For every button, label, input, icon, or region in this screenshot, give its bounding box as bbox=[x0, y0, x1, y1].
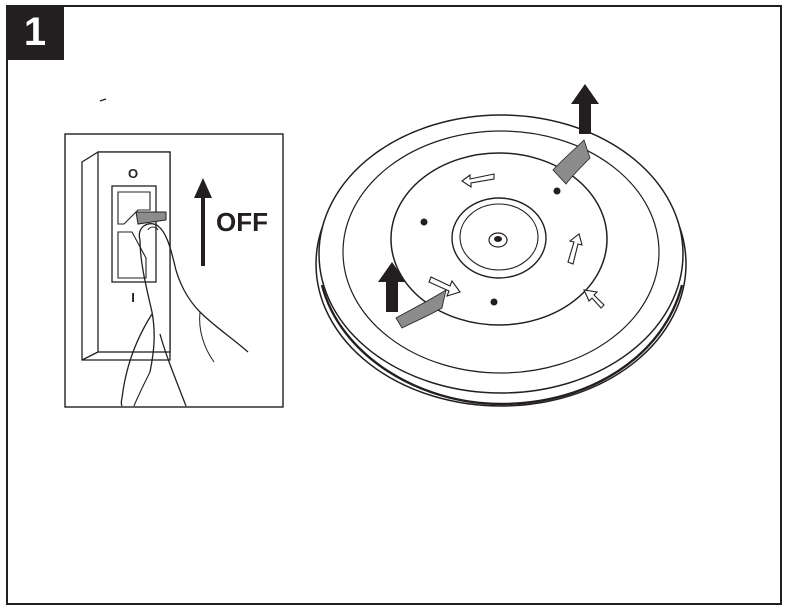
step-frame bbox=[6, 5, 782, 605]
screw-hole bbox=[420, 218, 428, 226]
pull-arrow-left-head bbox=[378, 262, 406, 282]
tape-strip-left bbox=[395, 289, 447, 329]
off-arrow-head bbox=[194, 178, 212, 198]
stray-tick bbox=[99, 98, 107, 102]
pull-arrow-top-shaft bbox=[579, 102, 591, 134]
screw-hole bbox=[553, 187, 561, 195]
pull-arrow-left-shaft bbox=[386, 280, 398, 312]
pull-arrow-top-head bbox=[571, 84, 599, 104]
finger-outline bbox=[138, 223, 249, 353]
switch-mark-off: I bbox=[131, 290, 135, 305]
hand-outline bbox=[120, 313, 153, 407]
switch-mark-on: O bbox=[128, 166, 138, 181]
toggle-lever bbox=[135, 211, 167, 225]
rotate-arrow-icon bbox=[428, 276, 461, 297]
tape-strip-top bbox=[552, 139, 591, 185]
screw-hole bbox=[490, 298, 498, 306]
rotate-arrow-icon bbox=[583, 289, 605, 309]
wall-switch-panel: O I OFF bbox=[64, 133, 284, 408]
off-label: OFF bbox=[216, 207, 268, 237]
rotate-arrow-icon bbox=[567, 233, 583, 265]
rotate-arrow-icon bbox=[461, 173, 495, 189]
step-number-badge: 1 bbox=[6, 5, 64, 60]
ceiling-fixture bbox=[315, 84, 687, 407]
